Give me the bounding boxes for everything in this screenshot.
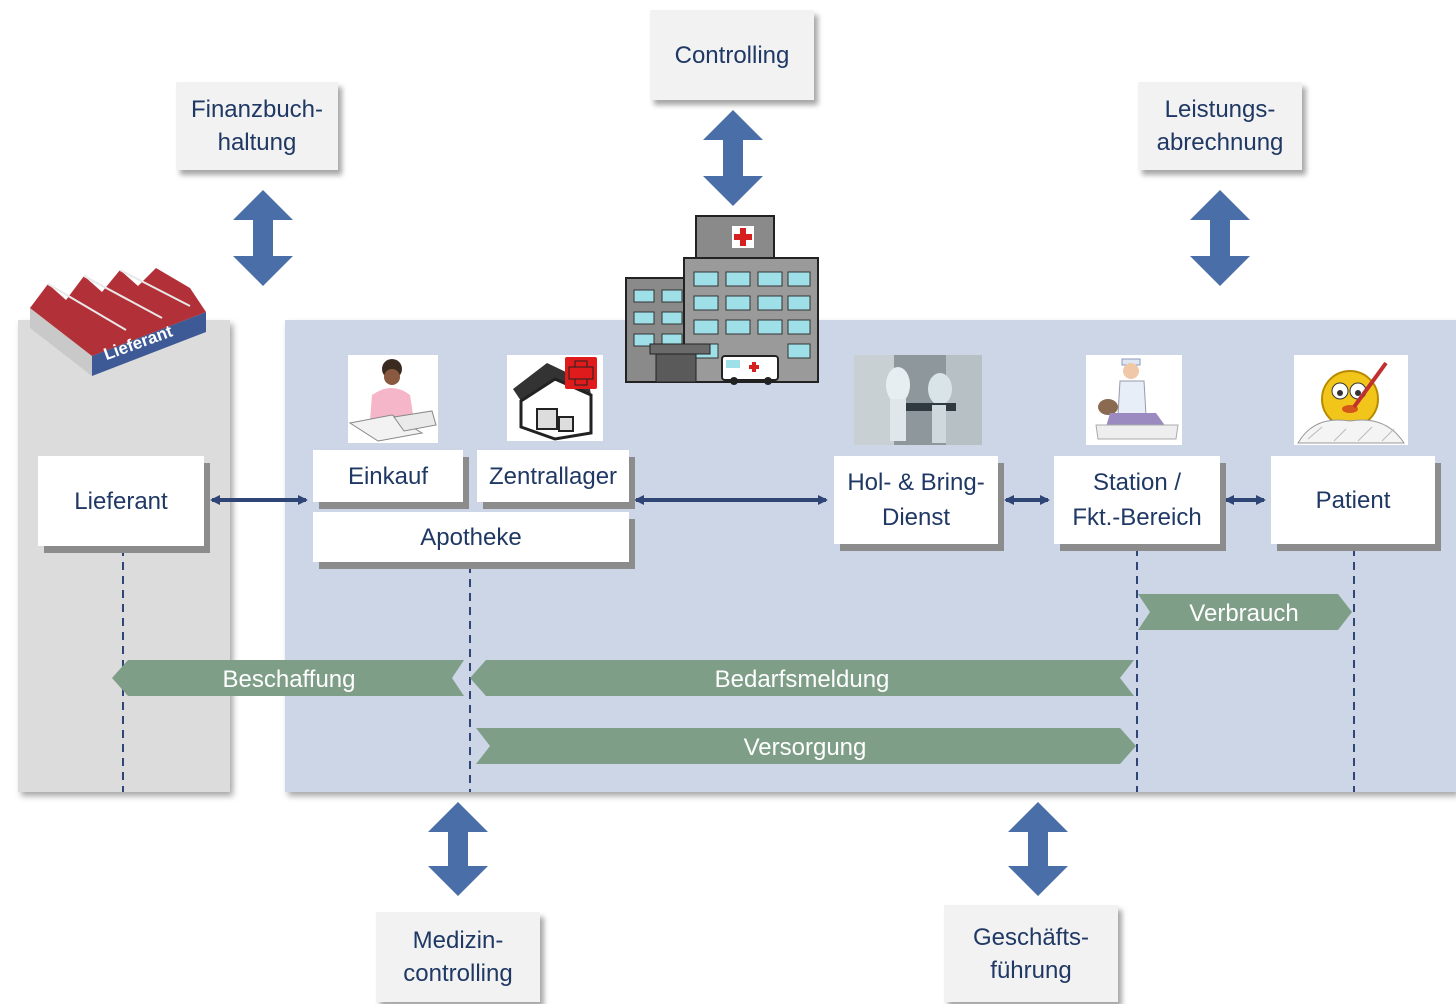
geschaeftsfuehrung-box: Geschäfts- führung	[944, 905, 1118, 1002]
arrow-finanzbuchhaltung	[233, 190, 293, 286]
nurse-patient-icon	[1086, 355, 1182, 445]
band-bedarfsmeldung-label: Bedarfsmeldung	[715, 666, 890, 693]
controlling-box: Controlling	[650, 10, 814, 100]
band-bedarfsmeldung	[470, 660, 1134, 696]
transport-photo-icon	[854, 355, 982, 445]
node-einkauf: Einkauf	[313, 450, 463, 502]
band-verbrauch	[1138, 594, 1352, 630]
band-versorgung-label: Versorgung	[744, 734, 867, 761]
node-zentrallager: Zentrallager	[477, 450, 629, 502]
band-verbrauch-label: Verbrauch	[1189, 600, 1298, 627]
arrow-leistungsabrechnung	[1190, 190, 1250, 286]
arrow-geschaeftsfuehrung	[1008, 802, 1068, 896]
sick-patient-icon	[1294, 355, 1408, 445]
hospital-building-icon	[625, 215, 819, 385]
band-beschaffung-label: Beschaffung	[223, 666, 356, 693]
band-versorgung	[476, 728, 1136, 764]
finanzbuchhaltung-box: Finanzbuch- haltung	[176, 82, 338, 170]
factory-logo-icon: Lieferant	[30, 268, 206, 376]
arrow-controlling	[703, 110, 763, 206]
node-station: Station / Fkt.-Bereich	[1054, 456, 1220, 544]
arrow-medizincontrolling	[428, 802, 488, 896]
storehouse-icon	[507, 355, 603, 441]
leistungsabrechnung-box: Leistungs- abrechnung	[1138, 82, 1302, 170]
node-lieferant: Lieferant	[38, 456, 204, 546]
purchasing-person-icon	[348, 355, 438, 443]
medizincontrolling-box: Medizin- controlling	[376, 912, 540, 1002]
band-beschaffung	[112, 660, 464, 696]
node-patient: Patient	[1271, 456, 1435, 544]
node-hol-bring-dienst: Hol- & Bring- Dienst	[834, 456, 998, 544]
node-apotheke: Apotheke	[313, 512, 629, 562]
